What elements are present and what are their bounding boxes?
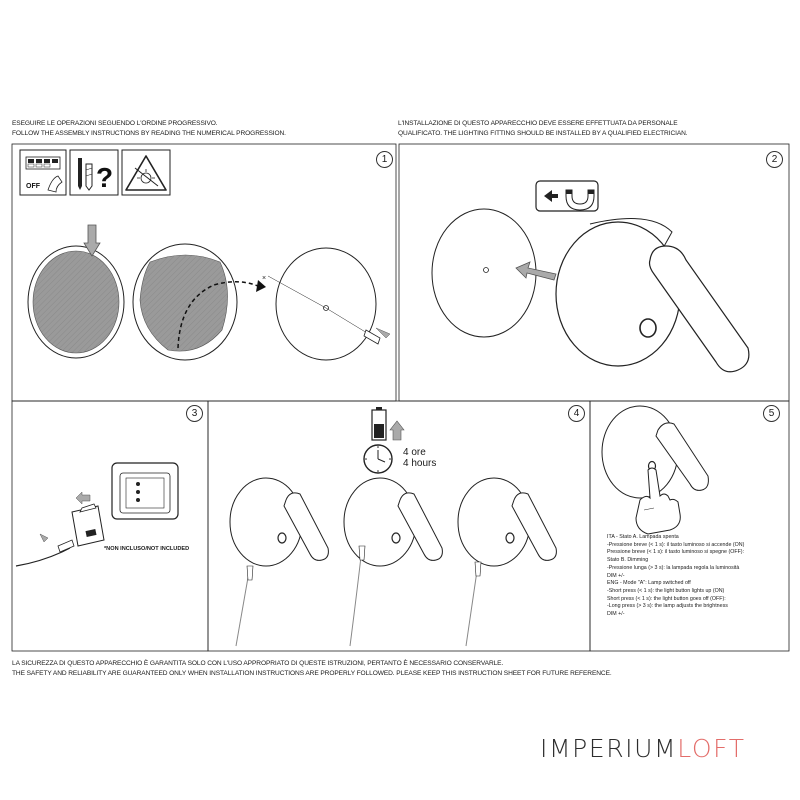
wall-plate [431, 208, 537, 338]
question-mark: ? [96, 162, 113, 193]
battery-icon [371, 407, 387, 441]
header-left-line2: FOLLOW THE ASSEMBLY INSTRUCTIONS BY READ… [12, 130, 286, 137]
clock-icon [363, 444, 393, 474]
wall-socket-icon [111, 462, 179, 520]
touch-button [639, 318, 657, 338]
instruction-line: ENG - Mode "A": Lamp switched off [607, 580, 691, 587]
brand-part2: LOFT [677, 734, 746, 763]
power-off-icon [19, 149, 67, 196]
no-cleaning-icon [121, 149, 171, 196]
lamp-charging-2 [343, 477, 443, 647]
brand-logo: IMPERIUMLOFT [540, 734, 746, 763]
step-3-number: 3 [186, 405, 203, 422]
header-left: ESEGUIRE LE OPERAZIONI SEGUENDO L'ORDINE… [12, 119, 286, 139]
step-2-number: 2 [766, 151, 783, 168]
footer-line2: THE SAFETY AND RELIABILITY ARE GUARANTEE… [12, 670, 612, 677]
lamp-charging-3 [457, 477, 557, 647]
header-left-line1: ESEGUIRE LE OPERAZIONI SEGUENDO L'ORDINE… [12, 120, 218, 127]
footer-line1: LA SICUREZZA DI QUESTO APPARECCHIO È GAR… [12, 660, 504, 667]
panel-step3 [11, 400, 209, 652]
finger-press-icon [635, 467, 681, 535]
safety-footer: LA SICUREZZA DI QUESTO APPARECCHIO È GAR… [12, 659, 612, 679]
lamp-charging-1 [229, 477, 329, 647]
charge-time-en: 4 hours [403, 458, 437, 469]
instruction-line: -Pressione lunga (> 3 s): la lampada reg… [607, 564, 740, 571]
instruction-line: ITA - Stato A. Lampada spenta [607, 534, 679, 540]
reading-arm [648, 245, 750, 373]
usb-adapter-icon [71, 503, 105, 547]
step-5-number: 5 [763, 405, 780, 422]
screws-icon [69, 149, 119, 196]
step-1-number: 1 [376, 151, 393, 168]
svg-text:×: × [262, 275, 266, 282]
mounting-plate: × [262, 247, 391, 361]
removal-arrow [177, 281, 259, 349]
instruction-line: Short press (< 1 s): the light button go… [607, 595, 726, 602]
lamp-touch [601, 405, 709, 499]
instruction-line: DIM +/- [607, 572, 625, 579]
instruction-line: Pressione breve (< 1 s): il tasto lumino… [607, 549, 745, 556]
lamp-body [555, 218, 750, 373]
instruction-line: Stato B. Dimming [607, 557, 649, 564]
touch-instructions: ITA - Stato A. Lampada spenta -Pressione… [607, 534, 744, 619]
diffuser-disc [27, 224, 125, 359]
attach-arrow-icon [515, 261, 557, 281]
header-right-line1: L'INSTALLAZIONE DI QUESTO APPARECCHIO DE… [398, 120, 678, 127]
press-arrow-icon [83, 224, 101, 257]
instruction-line: DIM +/- [607, 611, 625, 618]
usb-cable [15, 547, 71, 567]
instruction-line: -Short press (< 1 s): the light button l… [607, 587, 725, 594]
header-right: L'INSTALLAZIONE DI QUESTO APPARECCHIO DE… [398, 119, 688, 139]
screw-icon [363, 329, 381, 345]
charge-time-it: 4 ore [403, 447, 426, 458]
switch-off-label: OFF [26, 183, 41, 190]
instruction-line: -Pressione breve (< 1 s): il tasto lumin… [607, 541, 745, 548]
not-included-note: *NON INCLUSO/NOT INCLUDED [104, 546, 190, 552]
plug-arrow-icon [75, 491, 91, 505]
charge-up-arrow-icon [389, 420, 405, 441]
brand-part1: IMPERIUM [540, 734, 678, 763]
charge-time-label: 4 ore 4 hours [403, 447, 436, 469]
panel-frames [11, 143, 790, 652]
panel-step5 [589, 400, 790, 652]
header-right-line2: QUALIFICATO. THE LIGHTING FITTING SHOULD… [398, 130, 688, 137]
diffuser-removal [132, 243, 266, 361]
instruction-line: -Long press (> 3 s): the lamp adjusts th… [607, 603, 728, 610]
step-4-number: 4 [568, 405, 585, 422]
magnet-icon [535, 180, 599, 212]
